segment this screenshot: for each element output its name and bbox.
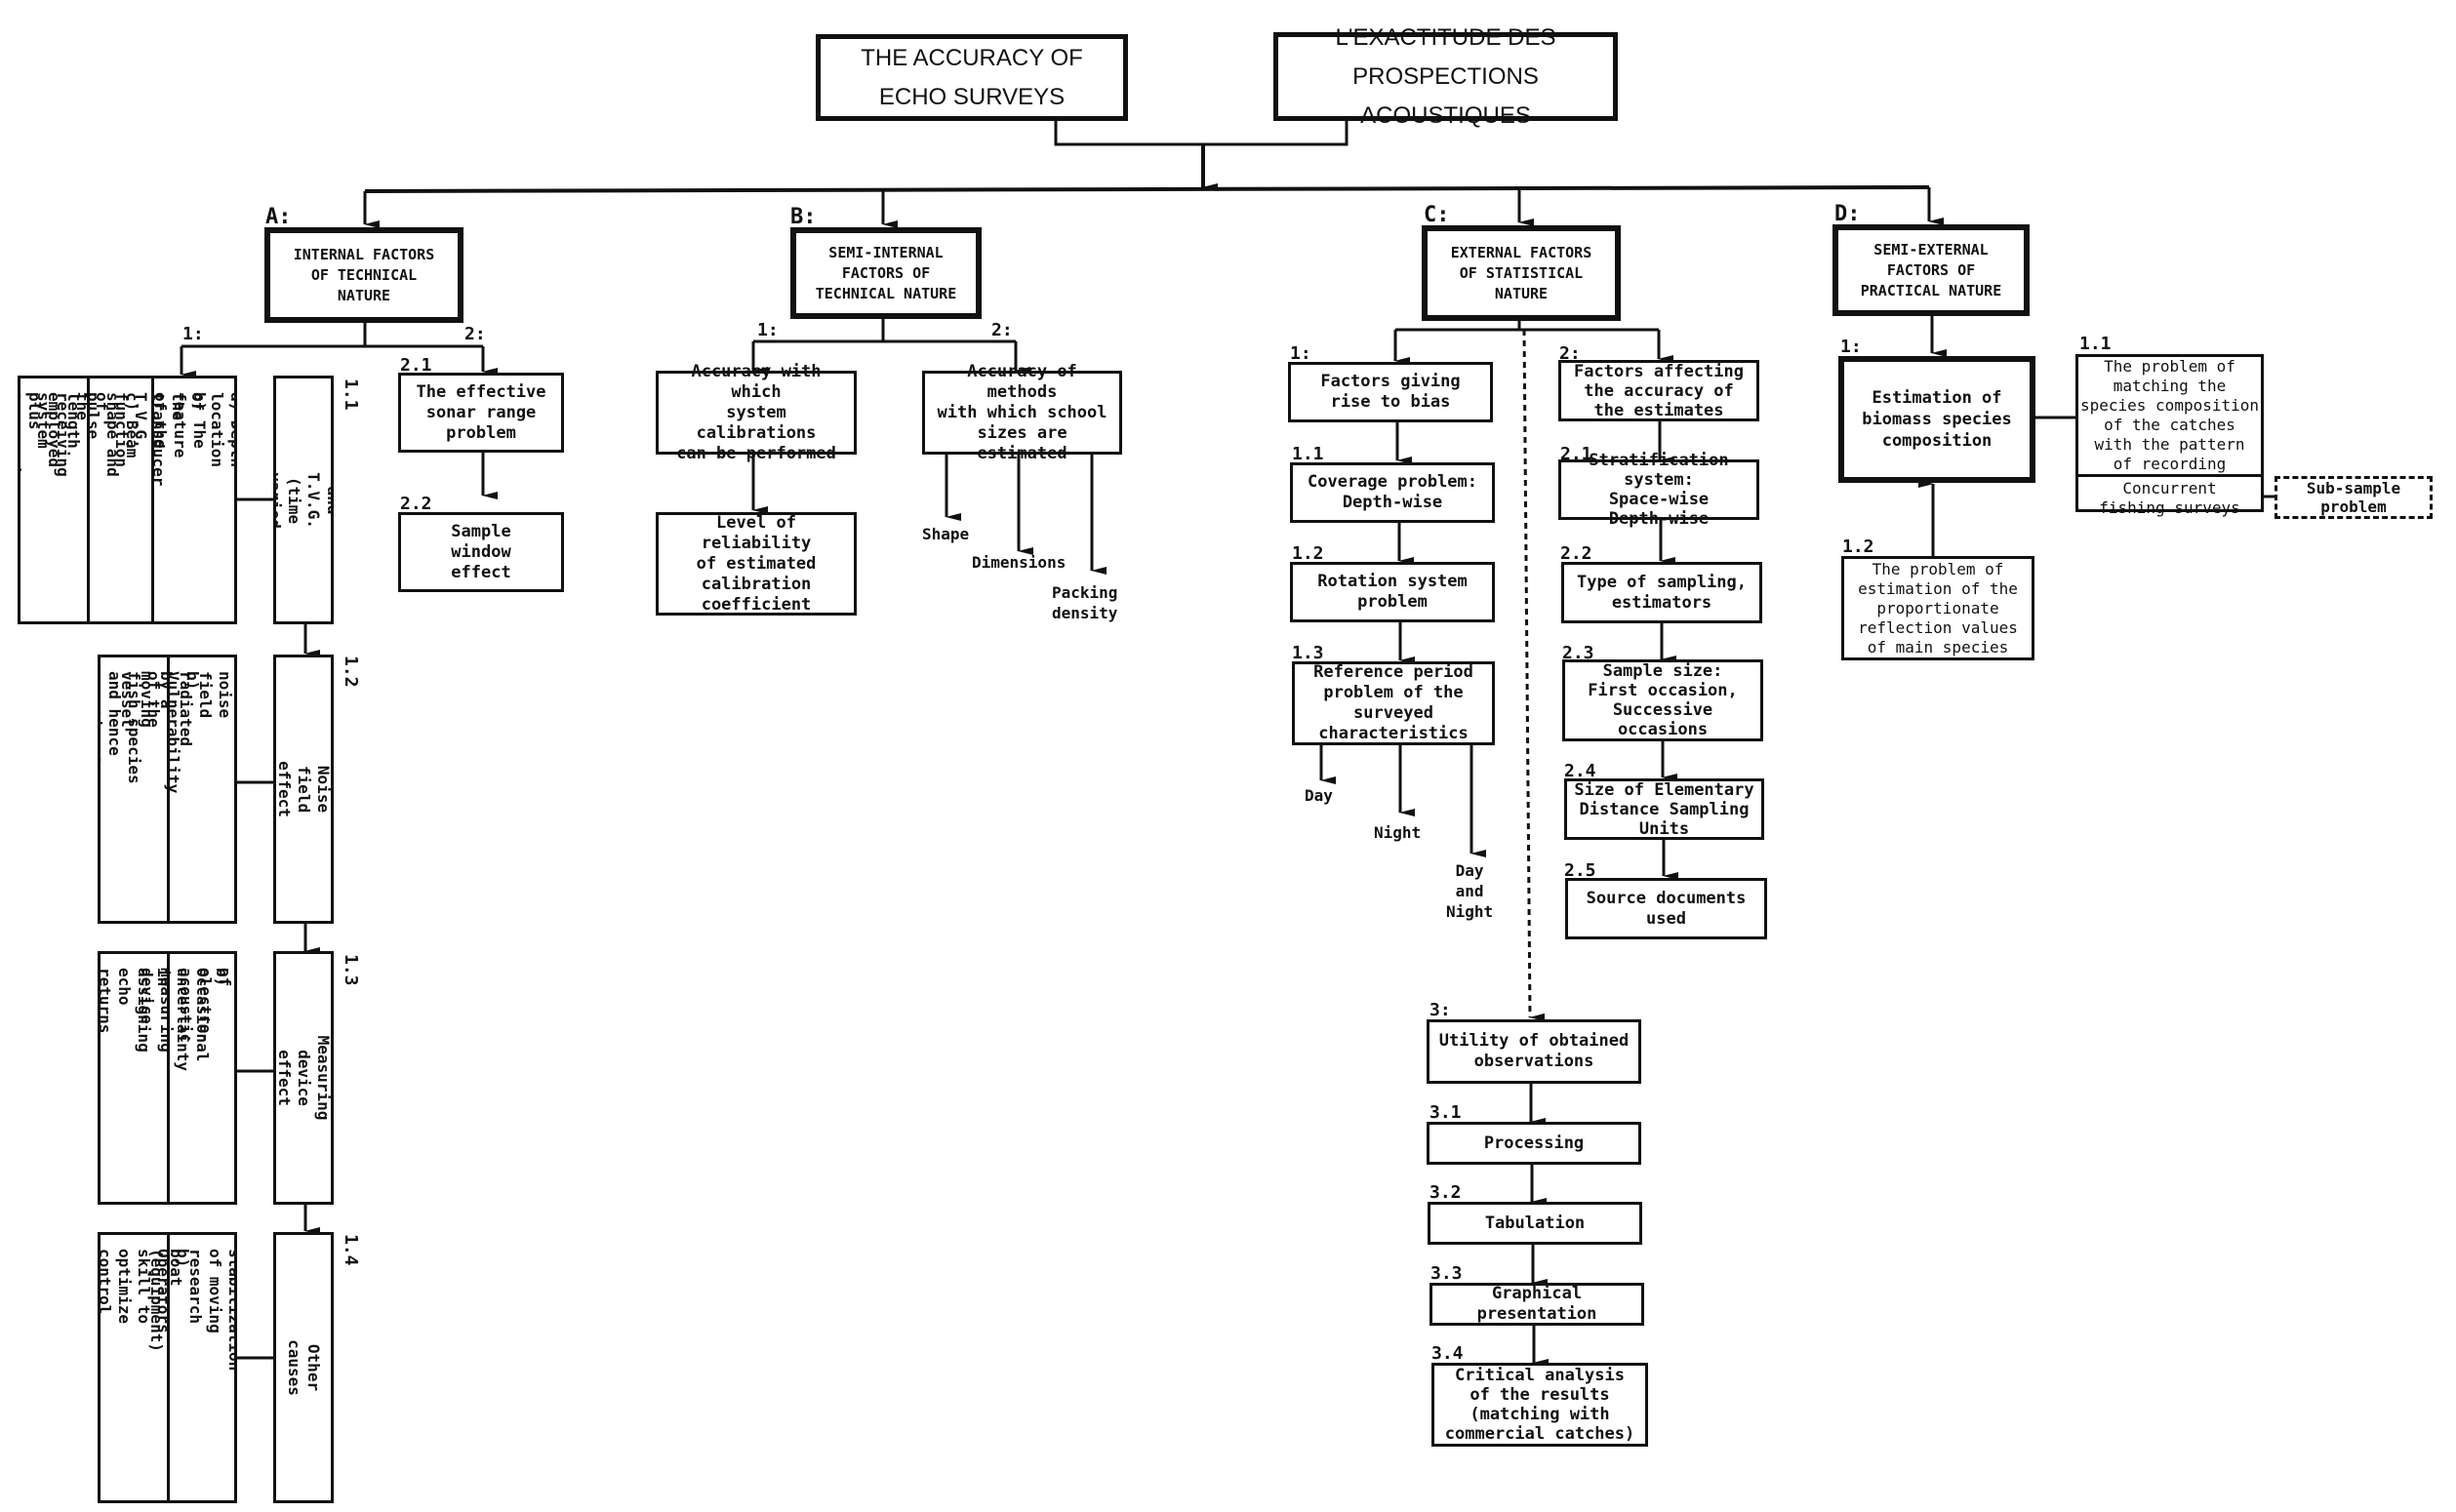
- a-1-3-details: b) Occasional uncertainty in assigning e…: [98, 951, 237, 1205]
- a-1-1-number: 1.1: [341, 378, 361, 411]
- section-a-branch1-label: 1:: [182, 324, 204, 344]
- c-2-4-box: Size of Elementary Distance Sampling Uni…: [1564, 778, 1764, 840]
- a-1-3-number: 1.3: [341, 954, 361, 986]
- c-3-4-box: Critical analysis of the results (matchi…: [1431, 1363, 1648, 1447]
- c-3-3-number: 3.3: [1430, 1263, 1463, 1284]
- title-box-english: THE ACCURACY OF ECHO SURVEYS: [816, 34, 1128, 121]
- a-1-3-detail-a: a) Accuracy of electro- acoustic measuri…: [138, 968, 237, 1053]
- a-2-2-box: Sample window effect: [398, 512, 564, 592]
- c-leaf-night: Night: [1374, 823, 1422, 842]
- c-leaf-day-and-night: Day and Night: [1446, 861, 1494, 921]
- section-b-branch1-label: 1:: [757, 320, 779, 340]
- d-1-1-box: The problem of matching the species comp…: [2075, 354, 2264, 517]
- b-item1-box: Accuracy with which system calibrations …: [656, 362, 857, 463]
- d-subsample-box: Sub-sample problem: [2275, 476, 2433, 519]
- c-3-2-number: 3.2: [1429, 1182, 1462, 1203]
- d-branch1-label: 1:: [1840, 337, 1862, 357]
- b-leaf-packing-density: Packing density: [1052, 583, 1118, 622]
- c-branch3-box: Utility of obtained observations: [1427, 1019, 1641, 1084]
- b-item1-child-box: Level of reliability of estimated calibr…: [656, 512, 857, 616]
- c-1-2-box: Rotation system problem: [1290, 562, 1495, 622]
- section-c-heading: EXTERNAL FACTORS OF STATISTICAL NATURE: [1422, 225, 1621, 321]
- a-1-2-details: b) Vulnerability of the fish species and…: [98, 655, 237, 924]
- a-1-1-title: Beam position and T.V.G. (time varied ga…: [273, 471, 334, 529]
- c-3-2-box: Tabulation: [1428, 1202, 1642, 1245]
- c-1-1-number: 1.1: [1292, 444, 1324, 464]
- a-2-2-number: 2.2: [400, 494, 432, 514]
- section-a-branch2-label: 2:: [464, 324, 486, 344]
- d-1-2-number: 1.2: [1842, 537, 1874, 557]
- d-1-2-box: The problem of estimation of the proport…: [1841, 556, 2034, 660]
- c-2-2-box: Type of sampling, estimators: [1561, 562, 1762, 623]
- c-2-2-number: 2.2: [1560, 543, 1592, 564]
- a-1-4-box: Other causes: [273, 1232, 334, 1503]
- c-3-3-box: Graphical presentation: [1429, 1283, 1644, 1326]
- d-1-1-subtitle: Concurrent fishing surveys: [2078, 474, 2261, 520]
- section-b-heading: SEMI-INTERNAL FACTORS OF TECHNICAL NATUR…: [790, 227, 982, 319]
- a-1-1-detail-a: a) Depth location of the transducer: [149, 392, 237, 487]
- c-leaf-day: Day: [1305, 786, 1333, 805]
- c-branch1-label: 1:: [1290, 343, 1311, 364]
- section-a-letter: A:: [265, 205, 292, 229]
- b-leaf-shape: Shape: [922, 525, 970, 543]
- section-d-heading: SEMI-EXTERNAL FACTORS OF PRACTICAL NATUR…: [1832, 224, 2030, 316]
- c-2-5-number: 2.5: [1564, 860, 1596, 881]
- section-a-heading: INTERNAL FACTORS OF TECHNICAL NATURE: [264, 227, 463, 323]
- a-1-4-title: Other causes: [285, 1339, 323, 1396]
- c-3-1-box: Processing: [1427, 1122, 1641, 1165]
- c-3-1-number: 3.1: [1429, 1102, 1462, 1123]
- a-1-4-detail-a: a) Level of stabilization of moving rese…: [147, 1249, 237, 1372]
- a-1-2-number: 1.2: [341, 656, 361, 688]
- b-leaf-dimensions: Dimensions: [972, 553, 1067, 572]
- a-1-3-box: Measuring device effect: [273, 951, 334, 1205]
- a-1-4-number: 1.4: [341, 1234, 361, 1266]
- c-branch3-label: 3:: [1429, 1000, 1451, 1020]
- c-2-1-number: 2.1: [1560, 444, 1592, 464]
- c-2-4-number: 2.4: [1564, 761, 1596, 781]
- c-branch1-box: Factors giving rise to bias: [1288, 362, 1493, 422]
- d-1-1-title: The problem of matching the species comp…: [2079, 357, 2260, 473]
- c-2-3-number: 2.3: [1562, 643, 1594, 663]
- c-2-3-box: Sample size: First occasion, Successive …: [1562, 659, 1763, 741]
- section-b-branch2-label: 2:: [991, 320, 1013, 340]
- section-c-letter: C:: [1424, 203, 1450, 227]
- a-1-2-detail-a: a) Intensity of the noise field radiated…: [118, 671, 237, 747]
- c-2-5-box: Source documents used: [1565, 878, 1767, 939]
- c-1-2-number: 1.2: [1292, 543, 1324, 564]
- title-box-french: L'EXACTITUDE DES PROSPECTIONS ACOUSTIQUE…: [1273, 24, 1618, 129]
- a-1-2-title: Noise field effect: [275, 761, 333, 817]
- a-2-1-number: 2.1: [400, 355, 432, 376]
- c-branch2-label: 2:: [1559, 343, 1581, 364]
- c-1-3-box: Reference period problem of the surveyed…: [1292, 661, 1495, 745]
- c-3-4-number: 3.4: [1431, 1343, 1464, 1364]
- a-1-1-details: c) Beam shape and pulse length employed …: [18, 376, 237, 624]
- b-item2-box: Accuracy of methods with which school si…: [922, 362, 1122, 463]
- c-1-1-box: Coverage problem: Depth-wise: [1290, 462, 1495, 523]
- section-b-letter: B:: [790, 205, 817, 229]
- c-branch2-box: Factors affecting the accuracy of the es…: [1558, 360, 1759, 421]
- section-d-letter: D:: [1834, 202, 1861, 226]
- a-1-3-title: Measuring device effect: [275, 1035, 333, 1121]
- a-2-1-box: The effective sonar range problem: [398, 373, 564, 453]
- d-1-1-number: 1.1: [2079, 334, 2112, 354]
- a-1-4-details: b) Operators skill to optimize control s…: [98, 1232, 237, 1503]
- a-1-1-box: Beam position and T.V.G. (time varied ga…: [273, 376, 334, 624]
- d-item1-box: Estimation of biomass species compositio…: [1838, 356, 2035, 483]
- c-1-3-number: 1.3: [1292, 643, 1324, 663]
- a-1-2-box: Noise field effect: [273, 655, 334, 924]
- c-2-1-box: Stratification system: Space-wise Depth-…: [1558, 451, 1759, 529]
